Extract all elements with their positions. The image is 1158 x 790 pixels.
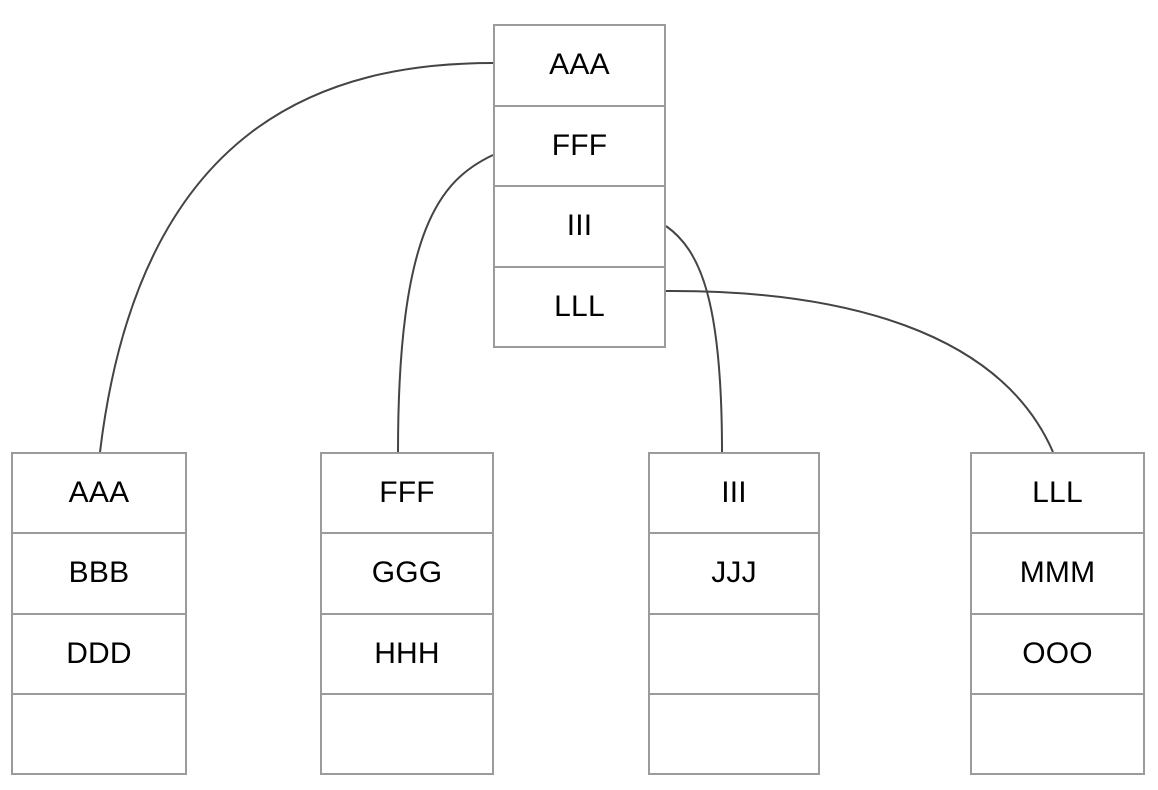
node-row-label: BBB bbox=[68, 556, 130, 590]
node-row-label: HHH bbox=[374, 636, 440, 670]
leaf-node-iii[interactable]: III JJJ bbox=[648, 452, 820, 775]
node-row-label: FFF bbox=[379, 476, 435, 510]
leaf-node-aaa[interactable]: AAA BBB DDD bbox=[11, 452, 187, 775]
leaf-node-fff[interactable]: FFF GGG HHH bbox=[320, 452, 494, 775]
node-row[interactable]: MMM bbox=[970, 532, 1145, 615]
node-row-label: OOO bbox=[1022, 636, 1093, 670]
edge-fff bbox=[397, 154, 494, 453]
node-row[interactable]: OOO bbox=[970, 612, 1145, 695]
edge-iii bbox=[665, 225, 723, 453]
node-row-label: III bbox=[721, 476, 747, 510]
node-row-label: MMM bbox=[1019, 556, 1096, 590]
node-row-label: LLL bbox=[1032, 476, 1083, 510]
node-row[interactable]: GGG bbox=[320, 532, 494, 615]
node-row-label: GGG bbox=[371, 556, 443, 590]
node-row[interactable]: III bbox=[648, 452, 820, 535]
node-row[interactable]: DDD bbox=[11, 612, 187, 695]
node-row-label: AAA bbox=[68, 476, 130, 510]
node-row-label: DDD bbox=[66, 636, 132, 670]
node-row-empty[interactable] bbox=[320, 692, 494, 775]
node-row[interactable]: BBB bbox=[11, 532, 187, 615]
node-row-empty[interactable] bbox=[970, 692, 1145, 775]
node-row[interactable]: III bbox=[493, 185, 666, 268]
node-row-label: FFF bbox=[551, 128, 608, 162]
node-row[interactable]: HHH bbox=[320, 612, 494, 695]
node-row-label: JJJ bbox=[711, 556, 757, 590]
node-row[interactable]: LLL bbox=[970, 452, 1145, 535]
edge-aaa bbox=[99, 62, 494, 453]
node-row[interactable]: AAA bbox=[493, 24, 666, 107]
node-row[interactable]: LLL bbox=[493, 265, 666, 348]
node-row-label: AAA bbox=[549, 48, 610, 82]
node-row[interactable]: JJJ bbox=[648, 532, 820, 615]
root-node[interactable]: AAA FFF III LLL bbox=[493, 24, 666, 348]
node-row-label: III bbox=[566, 209, 593, 243]
edge-lll bbox=[665, 289, 1054, 453]
leaf-node-lll[interactable]: LLL MMM OOO bbox=[970, 452, 1145, 775]
node-row-empty[interactable] bbox=[648, 692, 820, 775]
node-row-empty[interactable] bbox=[11, 692, 187, 775]
node-row-empty[interactable] bbox=[648, 612, 820, 695]
node-row-label: LLL bbox=[554, 289, 605, 323]
node-row[interactable]: FFF bbox=[493, 104, 666, 187]
node-row[interactable]: FFF bbox=[320, 452, 494, 535]
node-row[interactable]: AAA bbox=[11, 452, 187, 535]
